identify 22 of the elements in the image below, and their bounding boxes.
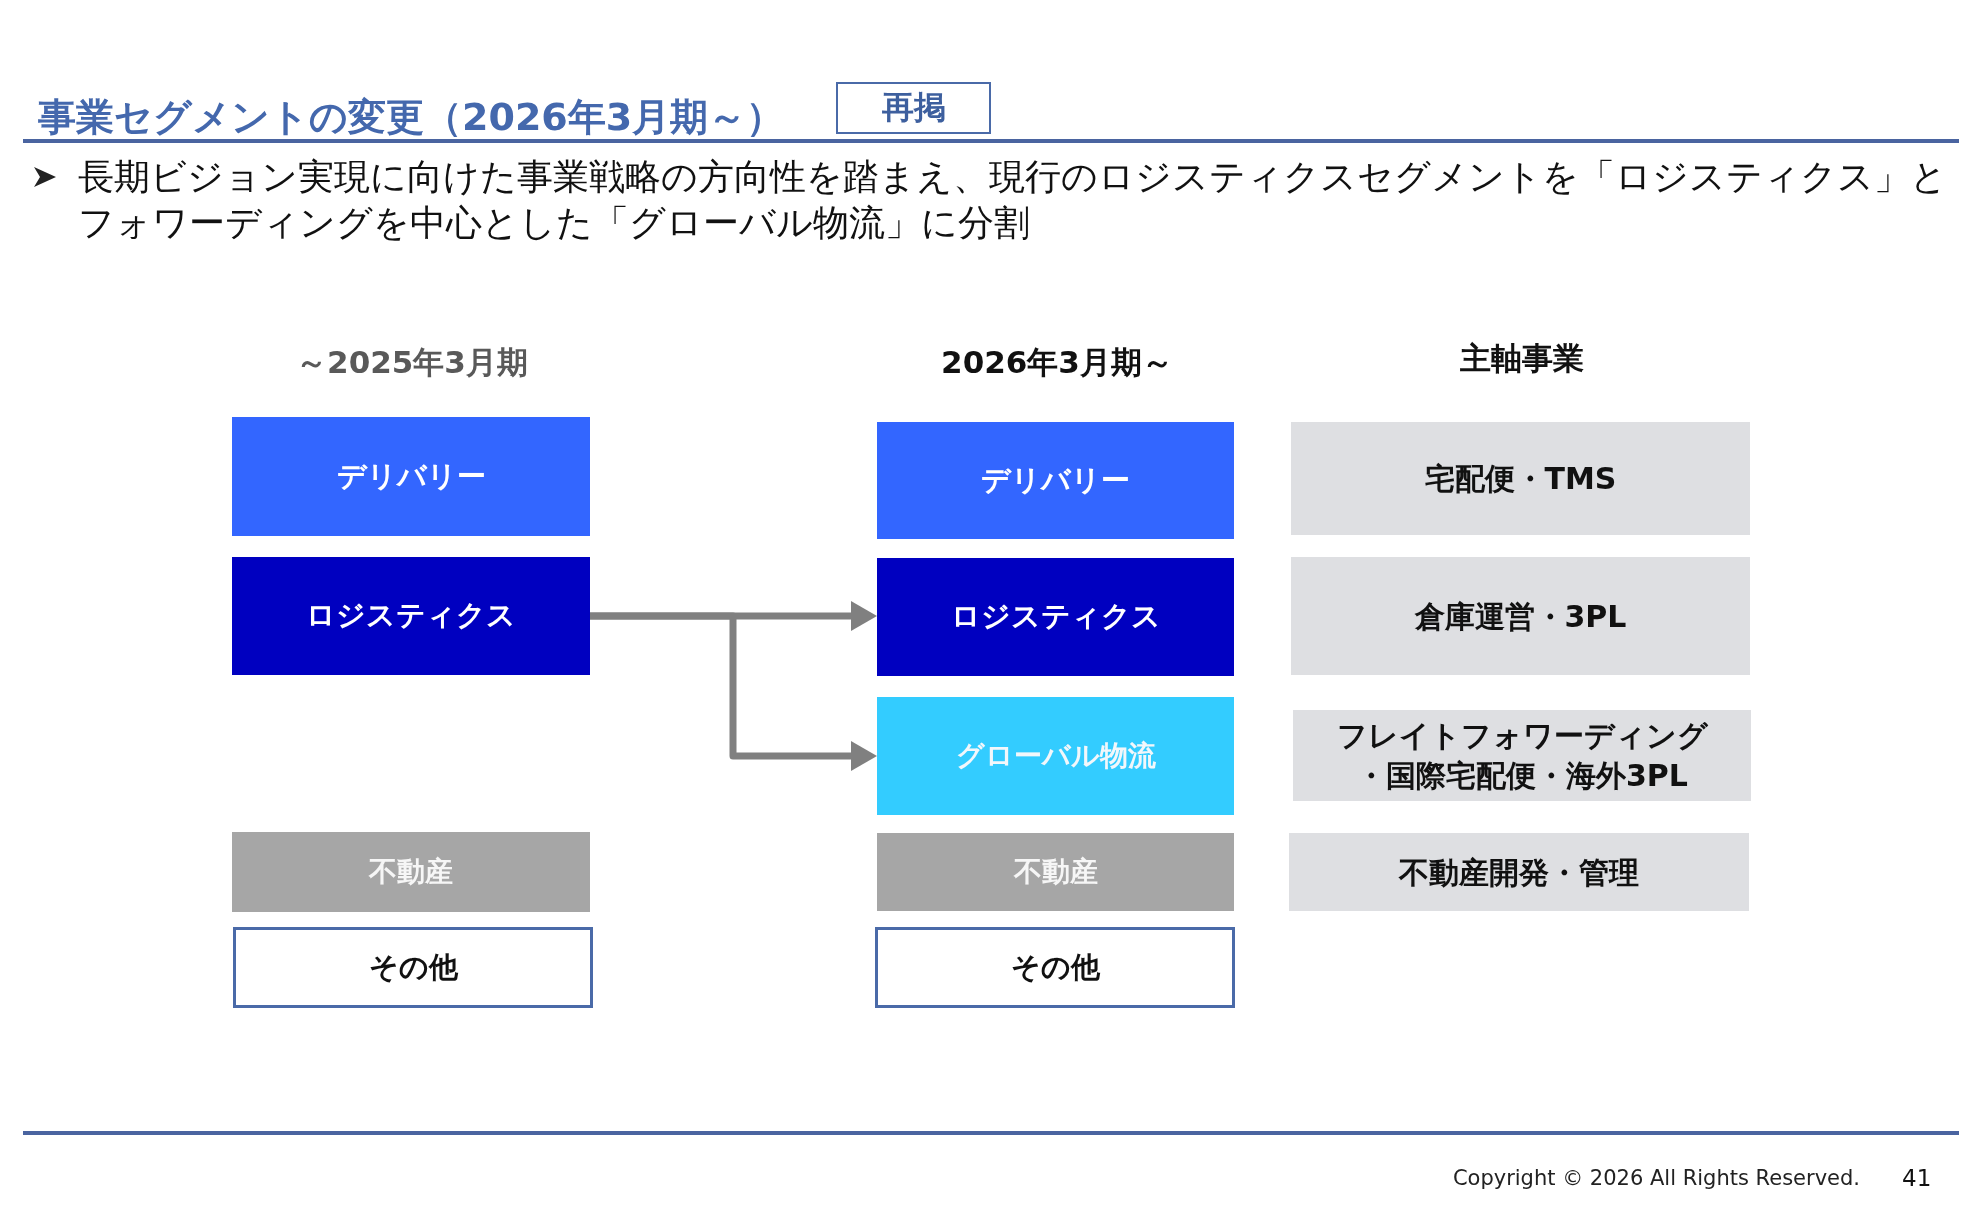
column-heading: ～2025年3月期 (296, 343, 528, 382)
business-box: 不動産開発・管理 (1289, 833, 1749, 911)
segment-box: グローバル物流 (877, 697, 1234, 815)
segment-box: その他 (233, 927, 593, 1008)
tag-box: 再掲 (836, 82, 991, 134)
bullet-text: 長期ビジョン実現に向けた事業戦略の方向性を踏まえ、現行のロジスティクスセグメントを「ロジスティクス」とフォワーディングを中心とした「グローバル物流」に分割 (78, 155, 1948, 245)
segment-box: ロジスティクス (232, 557, 590, 675)
segment-box: 不動産 (232, 832, 590, 912)
title: 事業セグメントの変更（2026年3月期～） (38, 93, 785, 141)
arrow (590, 612, 877, 771)
business-box: 倉庫運営・3PL (1291, 557, 1750, 675)
copyright-text: Copyright © 2026 All Rights Reserved. (1452, 1166, 1860, 1190)
column-heading: 主軸事業 (1460, 339, 1584, 378)
business-box: 宅配便・TMS (1291, 422, 1750, 535)
business-box: フレイトフォワーディング・国際宅配便・海外3PL (1293, 710, 1751, 801)
segment-box: その他 (875, 927, 1235, 1008)
column-heading: 2026年3月期～ (941, 343, 1173, 382)
segment-box: デリバリー (877, 422, 1234, 539)
segment-box: 不動産 (877, 833, 1234, 911)
segment-box: ロジスティクス (877, 558, 1234, 676)
segment-box: デリバリー (232, 417, 590, 536)
page-number: 41 (1902, 1165, 1932, 1191)
